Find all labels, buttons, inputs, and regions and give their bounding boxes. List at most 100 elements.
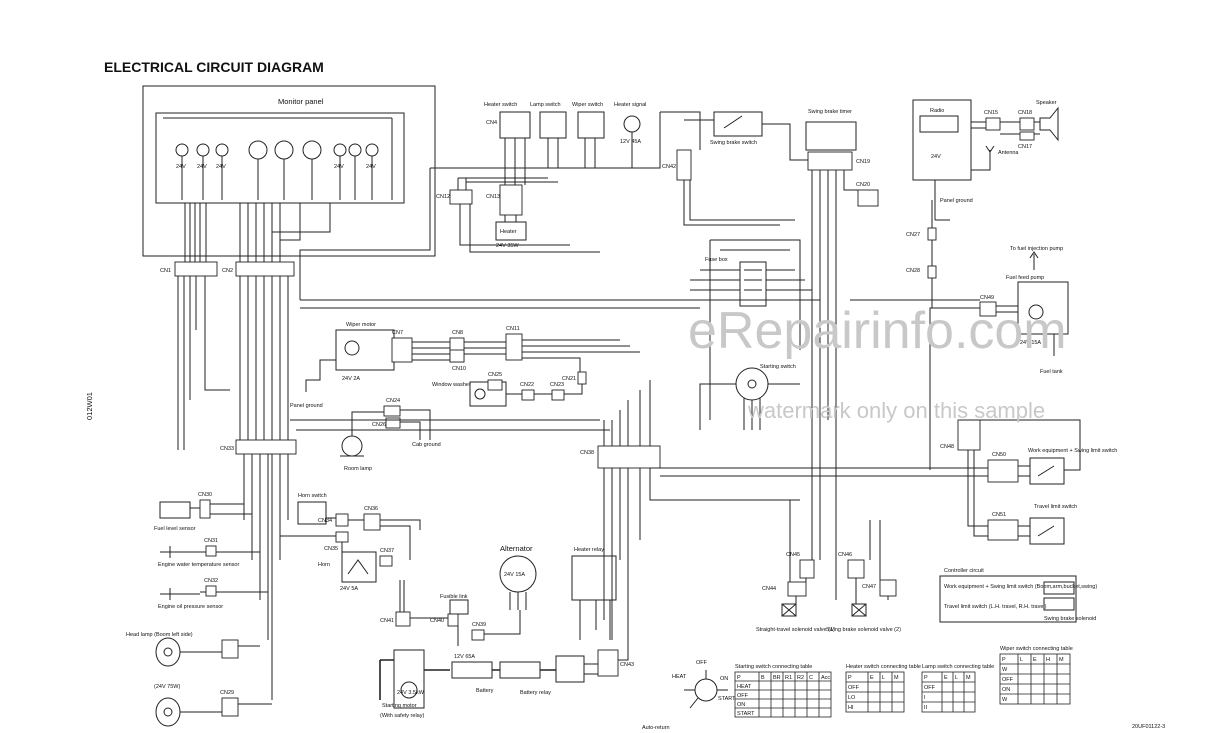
cn1-connector: CN1 [160, 261, 218, 277]
svg-text:CN37: CN37 [380, 548, 394, 554]
svg-text:CN41: CN41 [380, 618, 394, 624]
key-heat: HEAT [672, 674, 687, 680]
svg-text:CN23: CN23 [550, 382, 564, 388]
starting-motor-rating: 24V 3.5kW [397, 690, 425, 696]
cn7-connector: CN7 [391, 330, 413, 363]
side-code: 012W01 [85, 392, 94, 420]
svg-text:CN43: CN43 [620, 662, 634, 668]
cn24-connector: CN24 [383, 398, 401, 417]
fuel-feed-pump-label: Fuel feed pump [1006, 275, 1044, 281]
table-header: P [737, 675, 741, 681]
cn41-connector: CN41 [380, 611, 411, 627]
engine-oil-pressure-label: Engine oil pressure sensor [158, 604, 223, 610]
controller-swing-brake-label: Swing brake solenoid [1044, 616, 1096, 622]
battery-relay: Battery relay [520, 655, 585, 696]
speaker-label: Speaker [1036, 100, 1057, 106]
svg-text:CN7: CN7 [392, 330, 403, 336]
head-lamp-label: Head lamp (Boom left side) [126, 632, 193, 638]
key-start: START [718, 696, 736, 702]
starting-motor-note: (With safety relay) [380, 713, 424, 719]
wiper-switch-label: Wiper switch [572, 102, 603, 108]
straight-travel-valve-label: Straight-travel solenoid valve (1) [756, 627, 835, 633]
table-header: B [761, 675, 765, 681]
svg-text:CN18: CN18 [1018, 110, 1032, 116]
radio-label: Radio [930, 108, 944, 114]
svg-text:CN22: CN22 [520, 382, 534, 388]
swing-brake-valve-label: Swing brake solenoid valve (2) [826, 627, 901, 633]
svg-text:24V: 24V [216, 164, 226, 170]
horn-switch: Horn switch [297, 493, 327, 525]
svg-text:CN30: CN30 [198, 492, 212, 498]
svg-text:24V: 24V [176, 164, 186, 170]
svg-text:CN38: CN38 [580, 450, 594, 456]
table-row-label: OFF [1002, 677, 1014, 683]
cn43-connector: CN43 [597, 649, 634, 677]
controller-circuit: Controller circuit Work equipment + Swin… [939, 568, 1097, 623]
table-header: L [882, 675, 885, 681]
heater-label: Heater [500, 229, 517, 235]
table-header: R2 [797, 675, 804, 681]
svg-text:CN13: CN13 [486, 194, 500, 200]
svg-text:CN12: CN12 [436, 194, 450, 200]
cn37-connector: CN37 [379, 548, 394, 567]
heater-switch-label: Heater switch [484, 102, 517, 108]
cn40-connector: CN40 [430, 613, 459, 627]
table-row-label: LO [848, 695, 856, 701]
watermark-sub: watermark only on this sample [747, 398, 1045, 423]
svg-text:CN33: CN33 [220, 446, 234, 452]
fuel-level-sensor: Fuel level sensor [154, 501, 196, 532]
fuel-level-sensor-label: Fuel level sensor [154, 526, 196, 532]
svg-text:CN20: CN20 [856, 182, 870, 188]
table-row-label: W [1002, 667, 1008, 673]
cn19-connector: CN19 [807, 151, 870, 171]
cn13-connector: CN13 [486, 184, 523, 216]
wiper-motor: Wiper motor 24V 2A [335, 322, 395, 382]
travel-limit-switch-label: Travel limit switch [1034, 504, 1077, 510]
cn15-connector: CN15 [984, 110, 1001, 131]
table-row-label: ON [737, 702, 745, 708]
radio: Radio 24V [912, 99, 972, 181]
heater-relay-label: Heater relay [574, 547, 604, 553]
fuse-box-label: Fuse box [705, 257, 728, 263]
engine-water-temp-sensor: Engine water temperature sensor [158, 546, 239, 568]
cn44-connector: CN44 [762, 581, 807, 597]
svg-text:CN2: CN2 [222, 268, 233, 274]
heater-rating: 24V 35W [496, 243, 519, 249]
cn17-connector: CN17 [1018, 131, 1035, 150]
panel-ground-label: Panel ground [290, 403, 323, 409]
controller-circuit-label: Controller circuit [944, 568, 984, 574]
table-row-label: II [924, 705, 928, 711]
svg-text:CN19: CN19 [856, 159, 870, 165]
figure-code: 20UF01122-3 [1132, 724, 1165, 730]
starting-motor-label: Starting motor [382, 703, 417, 709]
svg-text:24V: 24V [197, 164, 207, 170]
wiper-switch: Wiper switch [572, 102, 605, 139]
fuel-feed-pump: Fuel feed pump 24V 15A [1006, 275, 1069, 346]
svg-text:CN8: CN8 [452, 330, 463, 336]
svg-text:CN31: CN31 [204, 538, 218, 544]
svg-text:CN48: CN48 [940, 444, 954, 450]
svg-text:CN1: CN1 [160, 268, 171, 274]
heater-switch: Heater switch CN4 [484, 102, 531, 139]
svg-text:CN27: CN27 [906, 232, 920, 238]
key-off: OFF [696, 660, 708, 666]
cn2-connector: CN2 [222, 261, 295, 277]
table-header: H [1046, 657, 1050, 663]
svg-text:CN44: CN44 [762, 586, 776, 592]
lamp-switch: Lamp switch [530, 102, 567, 139]
cn10-connector: CN10 [449, 349, 466, 372]
engine-oil-pressure-sensor: Engine oil pressure sensor [158, 588, 223, 610]
table-row-label: OFF [737, 693, 749, 699]
window-washer-label: Window washer [432, 382, 471, 388]
horn-rating: 24V 5A [340, 586, 358, 592]
cn27-connector: CN27 [906, 227, 937, 241]
svg-text:CN10: CN10 [452, 366, 466, 372]
table-header: P [848, 675, 852, 681]
fuel-injection-pump-label: To fuel injection pump [1010, 246, 1063, 252]
svg-text:CN15: CN15 [984, 110, 998, 116]
